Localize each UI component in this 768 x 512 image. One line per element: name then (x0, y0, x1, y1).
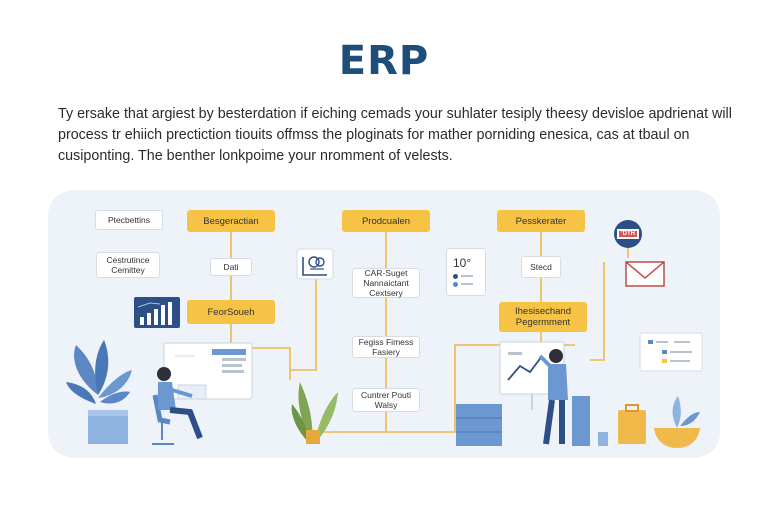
header-pesskerater: Pesskerater (497, 210, 585, 232)
node-col2-mid: Fegiss Fimess Fasiery (352, 336, 420, 358)
thermo-value: 10° (453, 255, 472, 270)
node-col1-bottom: FeorSoueh (187, 300, 275, 324)
node-col3-sub: Stecd (521, 256, 561, 278)
header-prodcualen: Prodcualen (342, 210, 430, 232)
node-col2-bottom: Cuntrer Pouti Walsy (352, 388, 420, 412)
page-title: ERP (338, 38, 430, 84)
badge-label: ‘DTH (621, 231, 635, 237)
thermometer-icon (453, 273, 473, 279)
paragraph-line: Ty ersake that argiest by besterdation i… (58, 106, 732, 122)
paragraph-line: cusiponting. The benther lonkpoime your … (58, 148, 453, 164)
node-col2-sub: CAR-Suget Nannaictant Cextsery (352, 268, 420, 298)
node-left-sub: Cestrutince Cemittey (96, 252, 160, 278)
thermo-card: 10° (446, 248, 486, 296)
node-col1-sub: Dati (210, 258, 252, 276)
paragraph-line: process tr ehiich prectiction tiouits of… (58, 127, 690, 143)
node-ptecbettins: Ptecbettins (95, 210, 163, 230)
thermo-list-icon (453, 281, 473, 287)
node-col3-bottom: Ihesisechand Pegermment (499, 302, 587, 332)
header-besgeractian: Besgeractian (187, 210, 275, 232)
intro-paragraph: Ty ersake that argiest by besterdation i… (58, 104, 732, 167)
